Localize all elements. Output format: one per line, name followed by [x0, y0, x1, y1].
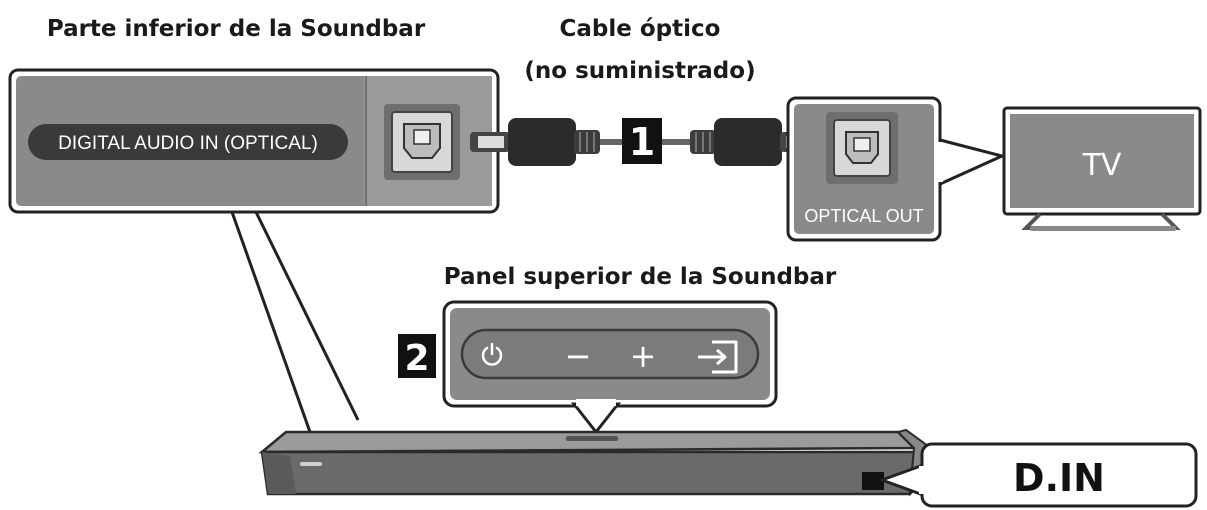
power-icon [481, 342, 503, 366]
tv-optical-out-panel: OPTICAL OUT [786, 96, 942, 242]
soundbar-display-window [862, 472, 884, 490]
tv-icon: TV [1002, 106, 1202, 231]
bottom-callout-lines [230, 211, 360, 433]
optical-cable-caption-line1: Cable óptico [560, 16, 721, 42]
digital-audio-in-label-pill [28, 124, 348, 160]
top-panel-button-strip [460, 328, 760, 380]
bottom-soundbar-caption: Parte inferior de la Soundbar [47, 16, 426, 42]
step-2-badge [398, 334, 436, 378]
bottom-panel-zoom: DIGITAL AUDIO IN (OPTICAL) [8, 68, 500, 214]
volume-up-icon: + [630, 337, 657, 375]
optical-out-label: OPTICAL OUT [804, 206, 923, 226]
optical-cable: 1 [470, 118, 820, 166]
tv-callout-joint [937, 142, 943, 182]
digital-audio-in-port-icon [384, 104, 460, 180]
digital-audio-in-label: DIGITAL AUDIO IN (OPTICAL) [58, 133, 318, 154]
optical-out-port-icon [826, 112, 898, 184]
step-1-number: 1 [629, 120, 655, 164]
step-2-number: 2 [404, 338, 429, 379]
top-panel-zoom: − + [442, 300, 778, 435]
optical-cable-caption-line2: (no suministrado) [524, 58, 755, 84]
tv-callout-pointer [938, 138, 1007, 187]
display-callout: D.IN [877, 442, 1198, 508]
left-plug-icon [470, 118, 600, 166]
top-panel-caption: Panel superior de la Soundbar [444, 264, 837, 290]
tv-label: TV [1082, 148, 1122, 183]
soundbar-body [258, 428, 930, 497]
volume-down-icon: − [565, 337, 592, 375]
source-input-icon [698, 340, 738, 374]
step-1-badge [622, 118, 662, 164]
display-text: D.IN [1013, 456, 1105, 500]
